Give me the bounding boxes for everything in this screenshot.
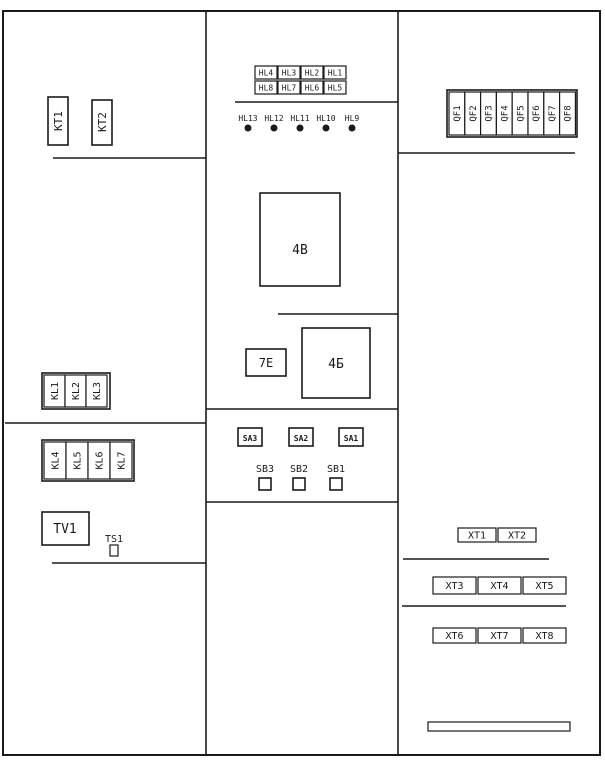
switch-sa3[interactable] xyxy=(237,427,263,447)
terminal-xt3-label: XT3 xyxy=(445,581,463,592)
timer-kt1-label: KT1 xyxy=(52,111,65,131)
sensor-ts1[interactable] xyxy=(109,544,119,557)
lamp-label-hl8-label: HL8 xyxy=(259,83,274,92)
relay-kl3[interactable] xyxy=(85,374,108,408)
indicator-lamp-hl10-label: HL10 xyxy=(316,114,335,123)
breaker-qf8[interactable] xyxy=(558,91,576,136)
breaker-qf7-label: QF7 xyxy=(548,105,558,121)
terminal-xt2-label: XT2 xyxy=(508,531,526,542)
terminal-xt8[interactable] xyxy=(522,627,567,644)
button-sb2-label: SB2 xyxy=(290,464,308,475)
indicator-lamp-hl9[interactable] xyxy=(348,124,356,132)
terminal-xt3[interactable] xyxy=(432,576,477,595)
button-sb3-label: SB3 xyxy=(256,464,274,475)
button-sb1-label: SB1 xyxy=(327,464,345,475)
device-7e[interactable] xyxy=(245,348,287,377)
relay-kl4-label: KL4 xyxy=(51,451,62,469)
breaker-qf4-label: QF4 xyxy=(501,105,511,121)
breaker-qf5-label: QF5 xyxy=(516,105,526,121)
lamp-label-hl4[interactable] xyxy=(254,65,278,80)
switch-sa3-label: SA3 xyxy=(243,434,258,443)
lamp-label-hl4-label: HL4 xyxy=(259,68,274,77)
timer-kt2[interactable] xyxy=(91,99,113,146)
indicator-lamp-hl11[interactable] xyxy=(296,124,304,132)
lamp-label-hl3[interactable] xyxy=(277,65,301,80)
breaker-qf2-label: QF2 xyxy=(469,105,479,121)
timer-kt1[interactable] xyxy=(47,96,69,146)
device-4b[interactable] xyxy=(259,192,341,287)
lamp-label-hl6-label: HL6 xyxy=(305,83,320,92)
lamp-label-hl1-label: HL1 xyxy=(328,68,343,77)
switch-sa2-label: SA2 xyxy=(294,434,309,443)
switch-sa1-label: SA1 xyxy=(344,434,359,443)
terminal-xt1-label: XT1 xyxy=(468,531,486,542)
breaker-qf6-label: QF6 xyxy=(532,105,542,121)
terminal-xt1[interactable] xyxy=(457,527,497,543)
indicator-lamp-hl11-label: HL11 xyxy=(290,114,309,123)
cable-duct xyxy=(427,721,571,732)
indicator-lamp-hl10[interactable] xyxy=(322,124,330,132)
lamp-label-hl6[interactable] xyxy=(300,80,324,95)
left-panel: KT1 KT2 KL1 KL2 KL3 KL4 KL5 KL6 KL7 TV1 TS1 xyxy=(5,96,206,564)
indicator-lamp-hl12[interactable] xyxy=(270,124,278,132)
sensor-ts1-label: TS1 xyxy=(105,534,123,545)
indicator-lamp-hl13-label: HL13 xyxy=(238,114,257,123)
indicator-lamp-hl9-label: HL9 xyxy=(345,114,360,123)
relay-kl1-label: KL1 xyxy=(50,382,61,400)
transformer-tv1[interactable] xyxy=(41,511,90,546)
button-sb3[interactable] xyxy=(258,477,272,491)
device-4b-medium-label: 4Б xyxy=(328,357,344,372)
terminal-xt7[interactable] xyxy=(477,627,522,644)
relay-kl7[interactable] xyxy=(109,441,133,480)
relay-kl5-label: KL5 xyxy=(73,451,84,469)
indicator-lamp-hl12-label: HL12 xyxy=(264,114,283,123)
relay-kl2-label: KL2 xyxy=(71,382,82,400)
lamp-label-hl1[interactable] xyxy=(323,65,347,80)
lamp-label-hl7-label: HL7 xyxy=(282,83,297,92)
device-4b-medium[interactable] xyxy=(301,327,371,399)
relay-kl3-label: KL3 xyxy=(92,382,103,400)
terminal-xt6[interactable] xyxy=(432,627,477,644)
switch-sa1[interactable] xyxy=(338,427,364,447)
breaker-qf3-label: QF3 xyxy=(485,105,495,121)
lamp-label-hl3-label: HL3 xyxy=(282,68,297,77)
breaker-qf1-label: QF1 xyxy=(453,105,463,121)
lamp-label-hl7[interactable] xyxy=(277,80,301,95)
terminal-xt2[interactable] xyxy=(497,527,537,543)
terminal-xt4-label: XT4 xyxy=(490,581,508,592)
device-7e-label: 7E xyxy=(259,356,273,370)
button-sb1[interactable] xyxy=(329,477,343,491)
lamp-label-hl5[interactable] xyxy=(323,80,347,95)
terminal-xt5[interactable] xyxy=(522,576,567,595)
button-sb2[interactable] xyxy=(292,477,306,491)
terminal-xt7-label: XT7 xyxy=(490,631,508,642)
transformer-tv1-label: TV1 xyxy=(53,522,76,537)
lamp-label-hl8[interactable] xyxy=(254,80,278,95)
terminal-xt4[interactable] xyxy=(477,576,522,595)
lamp-label-hl2-label: HL2 xyxy=(305,68,320,77)
relay-kl6-label: KL6 xyxy=(95,451,106,469)
relay-kl7-label: KL7 xyxy=(117,451,128,469)
terminal-xt5-label: XT5 xyxy=(535,581,553,592)
terminal-xt6-label: XT6 xyxy=(445,631,463,642)
device-4b-label: 4B xyxy=(292,243,308,258)
switch-sa2[interactable] xyxy=(288,427,314,447)
terminal-xt8-label: XT8 xyxy=(535,631,553,642)
lamp-label-hl5-label: HL5 xyxy=(328,83,343,92)
breaker-qf8-label: QF8 xyxy=(564,105,574,121)
lamp-label-hl2[interactable] xyxy=(300,65,324,80)
cabinet-frame xyxy=(2,10,601,756)
timer-kt2-label: KT2 xyxy=(96,112,109,132)
indicator-lamp-hl13[interactable] xyxy=(244,124,252,132)
